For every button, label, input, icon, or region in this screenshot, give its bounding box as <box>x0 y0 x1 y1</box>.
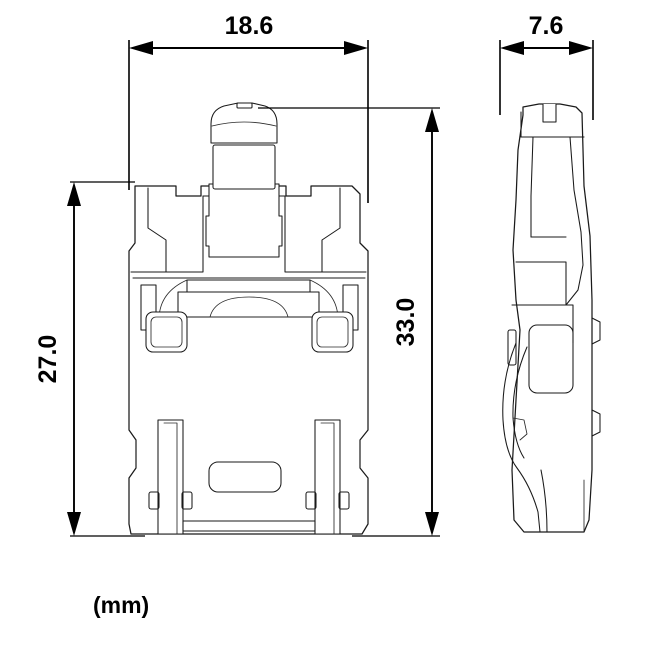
front-leg-left-inner <box>163 422 178 535</box>
front-leg-right-inner <box>320 422 335 535</box>
arrow-right-18-6 <box>344 41 368 55</box>
side-lower-contour <box>540 469 548 533</box>
arrow-right-7-6 <box>569 41 593 55</box>
dim-label-7-6: 7.6 <box>529 12 564 40</box>
side-view <box>502 103 601 533</box>
front-label-plate <box>208 461 282 493</box>
front-lower-crossbar <box>182 520 316 532</box>
arrow-top-33-0 <box>425 108 439 132</box>
front-cap-slot <box>236 102 253 109</box>
arrow-bottom-33-0 <box>425 512 439 536</box>
front-tower-collar <box>205 183 283 258</box>
arrow-top-27-0 <box>67 182 81 206</box>
arrow-left-18-6 <box>129 41 153 55</box>
dimension-height-overall: 33.0 <box>258 107 440 537</box>
arrow-bottom-27-0 <box>67 512 81 536</box>
units-label: (mm) <box>93 592 149 618</box>
front-shoulder-well-left <box>147 187 204 273</box>
front-mid-center-inner <box>177 291 320 318</box>
side-neck-left <box>530 136 534 238</box>
dim-label-27-0: 27.0 <box>34 335 62 384</box>
front-shoulder-well-right <box>284 187 341 273</box>
side-window-plate <box>528 324 574 394</box>
front-leg-left <box>157 419 184 535</box>
dimension-width-front: 18.6 <box>128 12 369 203</box>
dimension-width-side: 7.6 <box>499 12 594 120</box>
front-leg-tab-left-outer <box>148 491 160 510</box>
side-right-tab-upper <box>591 317 601 345</box>
front-leg-right <box>314 419 341 535</box>
front-view <box>128 102 369 535</box>
side-latch-lever-outer <box>502 342 541 533</box>
front-tower-mid-band <box>212 144 276 190</box>
side-cap-notch <box>542 103 557 123</box>
side-view-body-outline <box>511 103 593 533</box>
side-neck-right <box>565 136 584 306</box>
front-tower-cap <box>210 102 278 144</box>
arrow-left-7-6 <box>500 41 524 55</box>
front-leg-tab-right-outer <box>338 491 350 510</box>
front-leg-tab-right-inner <box>305 491 317 510</box>
front-latch-pad-right <box>311 311 354 353</box>
dimension-height-body: 27.0 <box>34 181 145 537</box>
side-latch-lever-tip <box>512 417 528 441</box>
dim-label-18-6: 18.6 <box>225 12 274 40</box>
side-right-tab-lower <box>591 409 601 437</box>
front-latch-pad-left <box>145 311 188 353</box>
dim-label-33-0: 33.0 <box>392 298 420 347</box>
side-left-tab <box>507 329 517 366</box>
front-latch-pad-right-inner <box>316 316 349 348</box>
front-leg-tab-left-inner <box>181 491 193 510</box>
front-tower-cap-seam <box>211 121 277 127</box>
front-latch-pad-left-inner <box>150 316 183 348</box>
front-center-ellipse <box>209 296 289 318</box>
